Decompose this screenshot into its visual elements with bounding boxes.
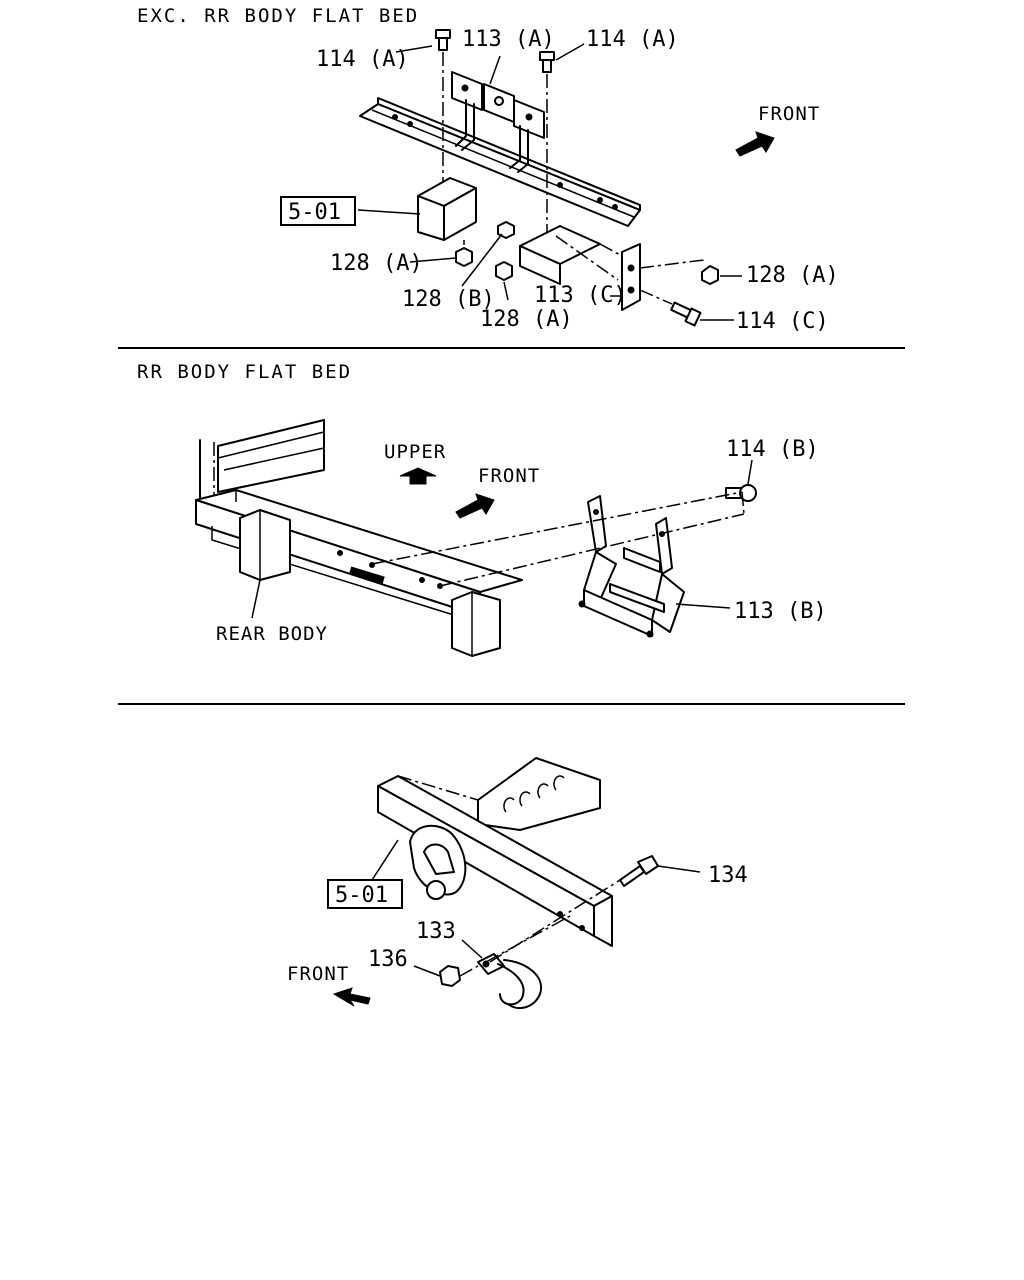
- rear-rail: [359, 97, 641, 227]
- label-114b: 114 (B): [726, 437, 819, 462]
- bracket-113c: [519, 225, 641, 311]
- section-title: EXC. RR BODY FLAT BED: [137, 5, 419, 27]
- label-ref-5-01: 5-01: [288, 200, 341, 225]
- nut-128a-left: [455, 240, 473, 267]
- nut-128a-right: [639, 259, 719, 285]
- ref-box: [280, 196, 356, 226]
- label-front: FRONT: [287, 963, 349, 985]
- bolt-114b: [725, 484, 757, 502]
- arrow-front-icon: [735, 131, 775, 157]
- label-133: 133: [416, 919, 456, 944]
- label-114c: 114 (C): [736, 309, 829, 334]
- bracket-113a: [451, 71, 545, 173]
- frame-channel: [417, 177, 477, 241]
- ref-box: [327, 879, 403, 909]
- label-front: FRONT: [478, 465, 540, 487]
- label-128b: 128 (B): [402, 287, 495, 312]
- label-ref-5-01: 5-01: [335, 883, 388, 908]
- section-rr-body-flat-bed: RR BODY FLAT BED: [137, 361, 827, 657]
- step-113b: [578, 495, 685, 638]
- nut-128a-mid: [495, 261, 513, 281]
- label-113c: 113 (C): [534, 283, 627, 308]
- bolt-114c: [639, 289, 702, 327]
- label-136: 136: [368, 947, 408, 972]
- crossmember: [477, 757, 601, 831]
- bolt-114a-left: [435, 29, 451, 200]
- label-114a-right: 114 (A): [586, 27, 679, 52]
- arrow-upper-icon: [399, 467, 437, 485]
- rear-body: [199, 419, 325, 507]
- body-legs: [239, 509, 501, 657]
- arrow-front-icon: [332, 987, 371, 1007]
- tow-hook-133: [477, 953, 543, 1010]
- label-128a-right: 128 (A): [746, 263, 839, 288]
- nut-136: [439, 965, 461, 987]
- label-113b: 113 (B): [734, 599, 827, 624]
- tow-bracket: [409, 824, 467, 900]
- section-tow-hook: 5-01 134 133 136 FRONT: [287, 757, 748, 1010]
- label-114a-left: 114 (A): [316, 47, 409, 72]
- section-exc-rr-body-flat-bed: EXC. RR BODY FLAT BED: [137, 5, 839, 334]
- label-134: 134: [708, 863, 748, 888]
- bolt-134: [619, 855, 659, 887]
- label-128a-left: 128 (A): [330, 251, 423, 276]
- label-front: FRONT: [758, 103, 820, 125]
- label-113a: 113 (A): [462, 27, 555, 52]
- label-128a-mid: 128 (A): [480, 307, 573, 332]
- arrow-front-icon: [455, 493, 495, 519]
- bolt-114a-right: [539, 51, 555, 240]
- label-rear-body: REAR BODY: [216, 623, 328, 645]
- section-title: RR BODY FLAT BED: [137, 361, 352, 383]
- frame-rail: [377, 775, 613, 947]
- label-upper: UPPER: [384, 441, 446, 463]
